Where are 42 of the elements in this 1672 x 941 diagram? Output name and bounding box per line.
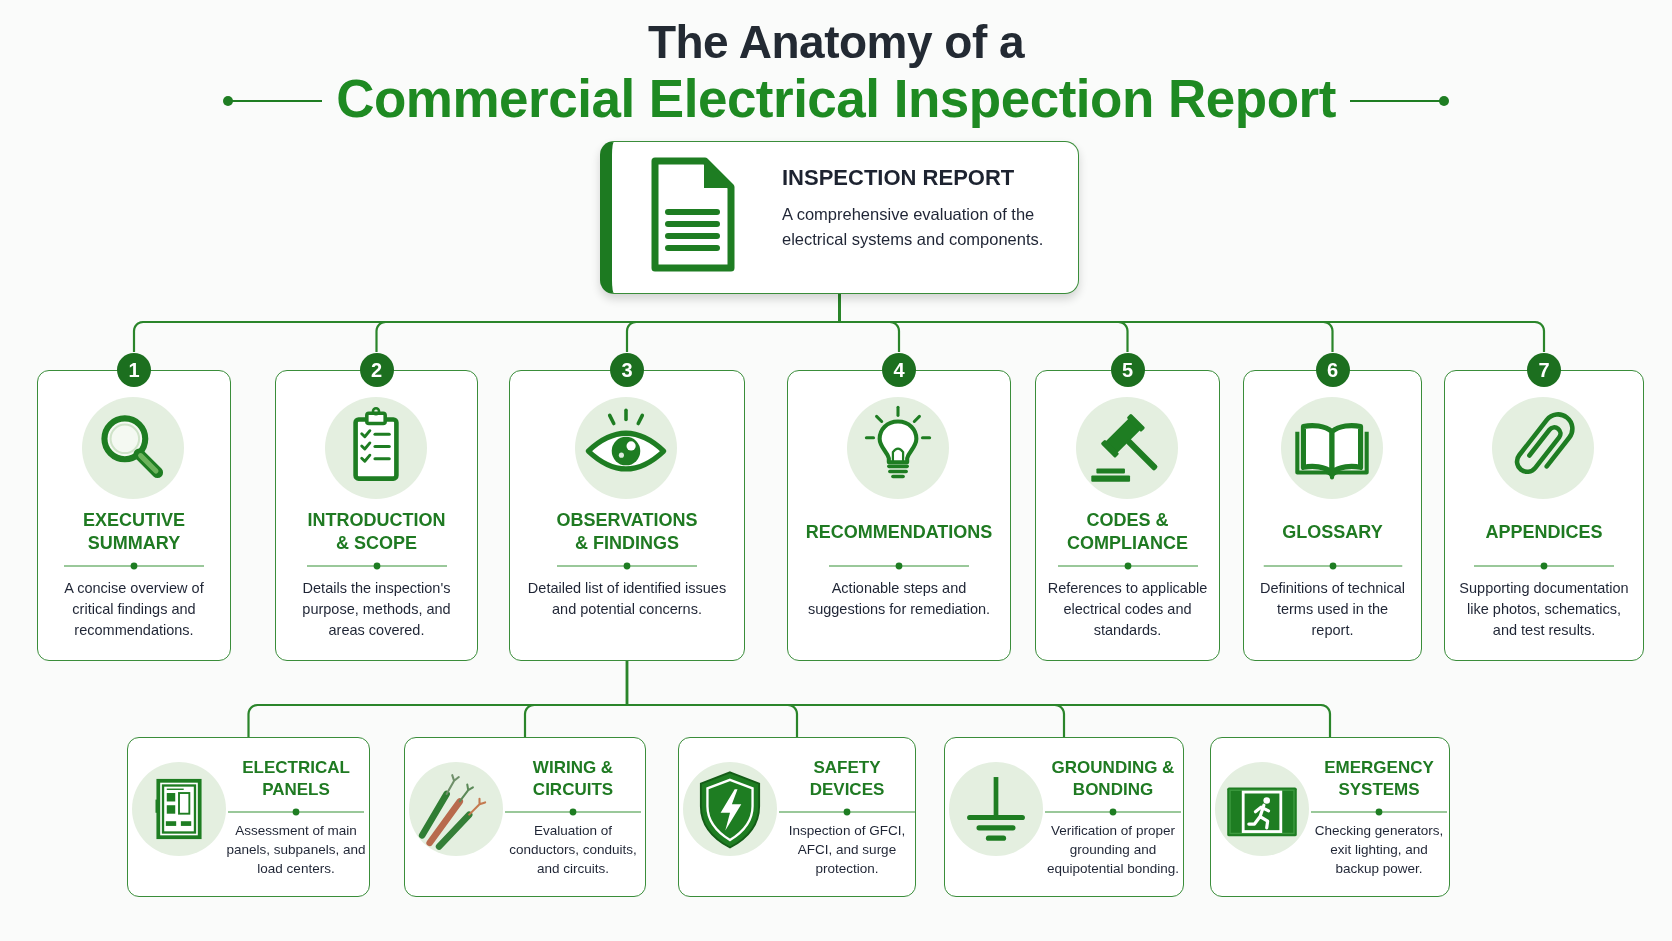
subsection-card [944, 737, 1184, 897]
section-description: Detailed list of identified issues and potential concerns. [526, 579, 728, 619]
subsection-card [404, 737, 646, 897]
step-number: 1 [117, 353, 151, 387]
section-description: Assessment of main panels, subpanels, and load centers. [225, 822, 367, 878]
step-number: 7 [1527, 353, 1561, 387]
description: A comprehensive evaluation of the electrical systems and components. [782, 204, 1045, 250]
section-heading: GLOSSARY [1282, 520, 1383, 544]
section-heading: CODES & COMPLIANCE [1066, 509, 1189, 555]
title: Commercial Electrical Inspection Report [336, 70, 1336, 128]
section-description: Details the inspection's purpose, methods, and areas covered. [301, 579, 452, 640]
section-heading: RECOMMENDATIONS [805, 520, 993, 544]
subsection-card [127, 737, 370, 897]
step-number: 6 [1315, 353, 1350, 387]
connector-line [625, 661, 1332, 737]
report-card [600, 141, 1079, 294]
section-description: Evaluation of conductors, conduits, and circuits. [508, 822, 638, 878]
section-heading: APPENDICES [1485, 520, 1603, 544]
section-description: Checking generators, exit lighting, and backup power. [1313, 822, 1445, 878]
section-heading: EMERGENCY SYSTEMS [1323, 757, 1435, 801]
subsection-card [678, 737, 916, 897]
step-number: 4 [882, 353, 916, 387]
section-heading: INTRODUCTION & SCOPE [306, 509, 447, 555]
section-description: References to applicable electrical codes and standards. [1046, 579, 1209, 640]
subsection-card [1210, 737, 1450, 897]
section-description: Supporting documentation like photos, schematics, and test results. [1458, 579, 1630, 640]
step-number: 5 [1110, 353, 1145, 387]
section-heading: OBSERVATIONS & FINDINGS [555, 509, 699, 555]
title: The Anatomy of a [647, 16, 1025, 68]
section-heading: EXECUTIVE SUMMARY [82, 509, 186, 555]
heading: INSPECTION REPORT [782, 164, 1015, 192]
section-description: Inspection of GFCI, AFCI, and surge protection. [787, 822, 907, 878]
section-description: Actionable steps and suggestions for remediation. [806, 579, 992, 619]
section-description: A concise overview of critical findings and recommendations. [63, 579, 205, 640]
section-heading: GROUNDING & BONDING [1050, 757, 1176, 801]
section-heading: ELECTRICAL PANELS [241, 757, 351, 801]
section-heading: WIRING & CIRCUITS [531, 757, 615, 801]
section-description: Definitions of technical terms used in the report. [1258, 579, 1407, 640]
step-number: 3 [610, 353, 644, 387]
step-number: 2 [359, 353, 394, 387]
section-description: Verification of proper grounding and equipotential bonding. [1045, 822, 1181, 878]
section-heading: SAFETY DEVICES [808, 757, 886, 801]
